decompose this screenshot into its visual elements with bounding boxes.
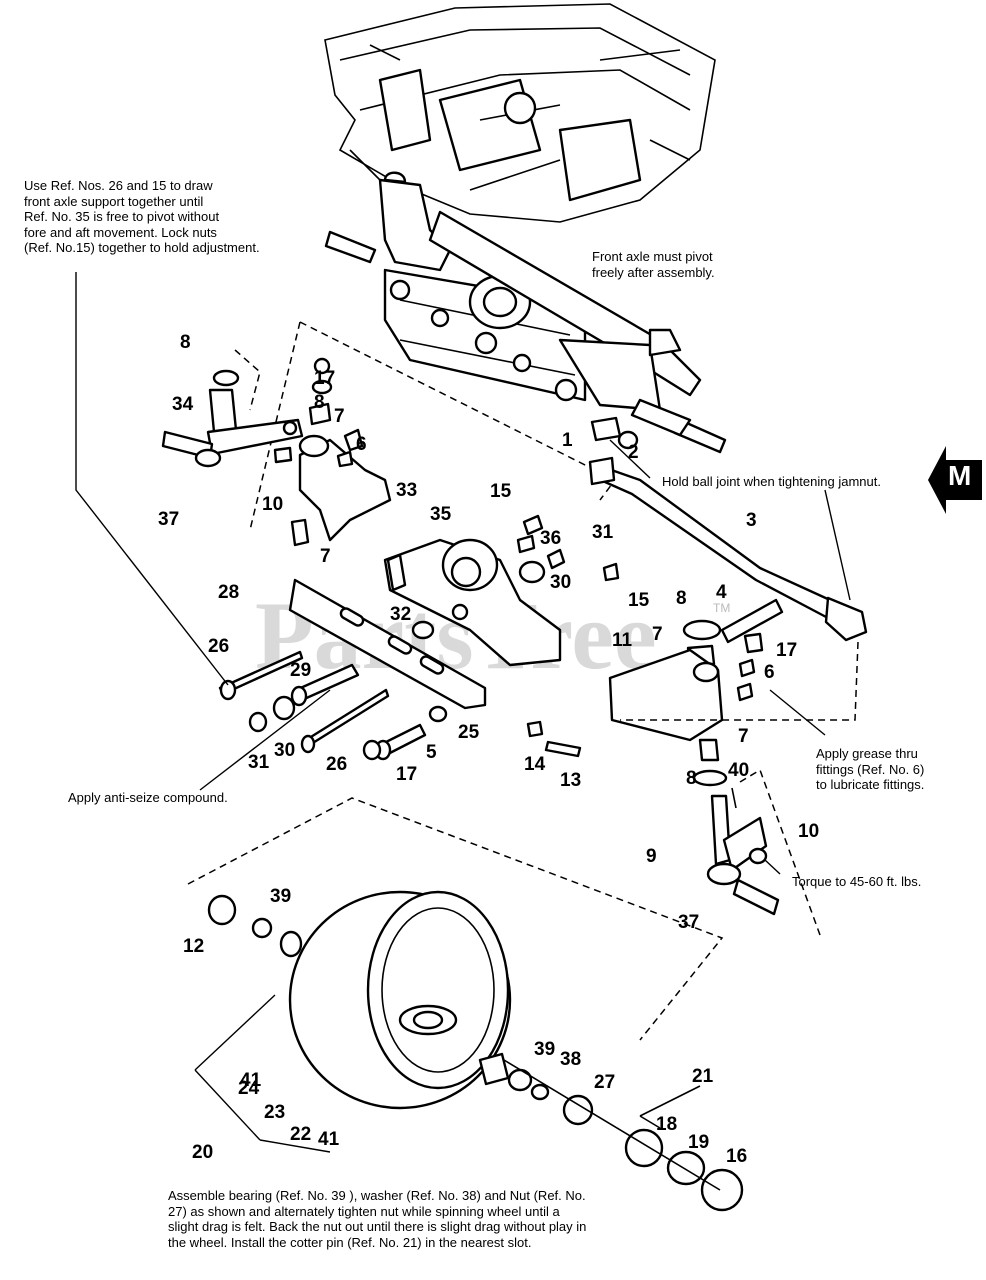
callout-label: 31 (248, 752, 270, 773)
note-torque: Torque to 45-60 ft. lbs. (792, 874, 922, 889)
wheel-group (187, 797, 744, 1212)
callout-label: 8 (180, 332, 191, 353)
callout-label: 39 (270, 886, 291, 907)
callout-label: 8 (314, 392, 325, 413)
callout-label: 2 (628, 442, 639, 463)
callout-label: 7 (334, 406, 345, 427)
callout-label: 39 (534, 1039, 555, 1060)
callout-label: 19 (688, 1132, 709, 1153)
callout-label: 24 (238, 1078, 260, 1099)
callout-label: 6 (356, 434, 367, 455)
callout-label: 27 (594, 1072, 615, 1093)
callout-label: 41 (240, 1070, 262, 1091)
callout-label: 11 (612, 630, 633, 651)
callout-label: 6 (764, 662, 775, 683)
section-tag-letter: M (948, 460, 972, 491)
callout-label: 37 (158, 509, 179, 530)
callout-label: 35 (430, 504, 452, 525)
note-axle-support: Use Ref. Nos. 26 and 15 to draw front ax… (24, 178, 260, 255)
callout-label: 8 (686, 768, 697, 789)
callout-label: 4 (716, 582, 727, 603)
callout-label: 21 (692, 1066, 714, 1087)
callout-label: 34 (172, 394, 194, 415)
callout-label: 3 (746, 510, 757, 531)
callout-label: 26 (326, 754, 347, 775)
callout-label: 29 (290, 660, 311, 681)
section-tag-arrow-icon (928, 446, 982, 514)
section-tag: M (928, 446, 982, 514)
callout-label: 18 (656, 1114, 677, 1135)
axle-support-group (218, 514, 620, 761)
callout-label: 5 (426, 742, 437, 763)
callout-label: 7 (652, 624, 663, 645)
callout-label: 8 (676, 588, 687, 609)
callout-label: 32 (390, 604, 411, 625)
callout-label: 1 (562, 430, 573, 451)
callout-label: 25 (458, 722, 480, 743)
note-grease: Apply grease thru fittings (Ref. No. 6) … (816, 746, 925, 792)
callout-label: 37 (678, 912, 699, 933)
callout-label: 17 (776, 640, 797, 661)
callout-label: 41 (318, 1129, 340, 1150)
callout-label: 17 (396, 764, 417, 785)
callout-label: 36 (540, 528, 561, 549)
callout-label: 12 (183, 936, 204, 957)
leader-lines (75, 272, 851, 875)
note-ball-joint: Hold ball joint when tightening jamnut. (662, 474, 881, 489)
callout-label: 40 (728, 760, 749, 781)
callout-label: 15 (628, 590, 650, 611)
callout-label: 9 (646, 846, 657, 867)
callout-label: 28 (218, 582, 239, 603)
callout-label: 15 (490, 481, 512, 502)
tie-rod-and-right-spindle (588, 416, 868, 936)
tractor-frame (324, 3, 716, 223)
callout-label: 22 (290, 1124, 311, 1145)
callout-label: 7 (320, 546, 331, 567)
watermark-trademark: TM (713, 601, 730, 615)
callout-label: 30 (274, 740, 295, 761)
callout-label: 38 (560, 1049, 581, 1070)
callout-label: 20 (192, 1142, 213, 1163)
callout-label: 31 (592, 522, 614, 543)
callout-label: 30 (550, 572, 571, 593)
front-axle-assembly (324, 171, 727, 454)
callout-label: 23 (264, 1102, 285, 1123)
note-anti-seize: Apply anti-seize compound. (68, 790, 228, 805)
callout-label: 17 (314, 368, 335, 389)
note-bearing: Assemble bearing (Ref. No. 39 ), washer … (168, 1188, 587, 1250)
callout-label: 10 (798, 821, 819, 842)
callout-label: 13 (560, 770, 581, 791)
callout-label: 14 (524, 754, 546, 775)
callout-label: 7 (738, 726, 749, 747)
note-front-axle-pivot: Front axle must pivot freely after assem… (592, 249, 715, 280)
callout-label: 16 (726, 1146, 747, 1167)
callout-label: 33 (396, 480, 417, 501)
callout-label: 26 (208, 636, 229, 657)
callout-label: 10 (262, 494, 283, 515)
